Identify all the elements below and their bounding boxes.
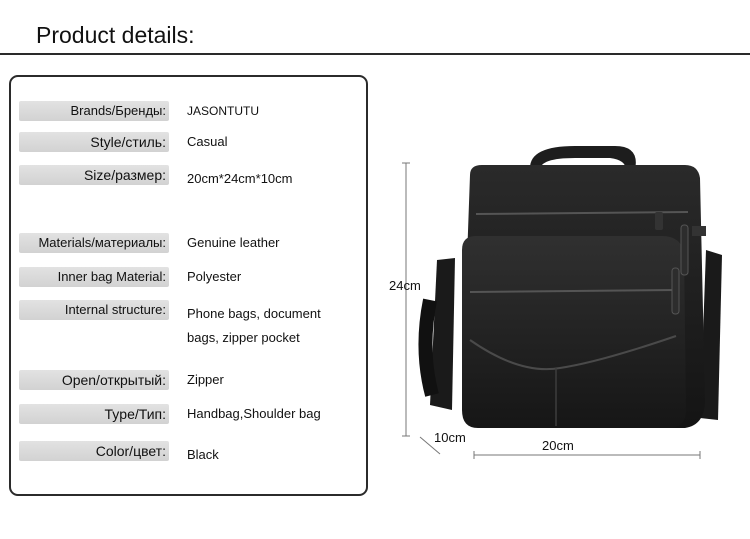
- detail-value-brand: JASONTUTU: [187, 104, 259, 118]
- detail-label-size: Size/размер:: [19, 165, 169, 185]
- detail-value-inner-material: Polyester: [187, 269, 242, 284]
- detail-value-internal-structure: Phone bags, document bags, zipper pocket: [187, 306, 321, 345]
- detail-label-internal-structure: Internal structure:: [19, 300, 169, 320]
- detail-label-materials: Materials/материалы:: [19, 233, 169, 253]
- depth-dimension-label: 10cm: [434, 430, 466, 445]
- width-dimension-label: 20cm: [542, 438, 574, 453]
- detail-label-color: Color/цвет:: [19, 441, 169, 461]
- detail-value-style: Casual: [187, 134, 228, 149]
- detail-label-style: Style/стиль:: [19, 132, 169, 152]
- detail-label-type: Type/Тип:: [19, 404, 169, 424]
- detail-label-inner-material: Inner bag Material:: [19, 267, 169, 287]
- details-panel: Brands/Бренды: JASONTUTU Style/стиль: Ca…: [9, 75, 368, 496]
- height-dimension-label: 24cm: [389, 278, 421, 293]
- detail-label-brand: Brands/Бренды:: [19, 101, 169, 121]
- detail-value-materials: Genuine leather: [187, 235, 280, 250]
- detail-value-size: 20cm*24cm*10cm: [187, 171, 293, 186]
- detail-label-open: Open/открытый:: [19, 370, 169, 390]
- detail-value-color: Black: [187, 447, 219, 462]
- detail-value-type: Handbag,Shoulder bag: [187, 406, 321, 421]
- bag-product-image: [418, 146, 722, 428]
- detail-value-open: Zipper: [187, 372, 224, 387]
- header-divider: [0, 53, 750, 55]
- page-title: Product details:: [36, 22, 195, 48]
